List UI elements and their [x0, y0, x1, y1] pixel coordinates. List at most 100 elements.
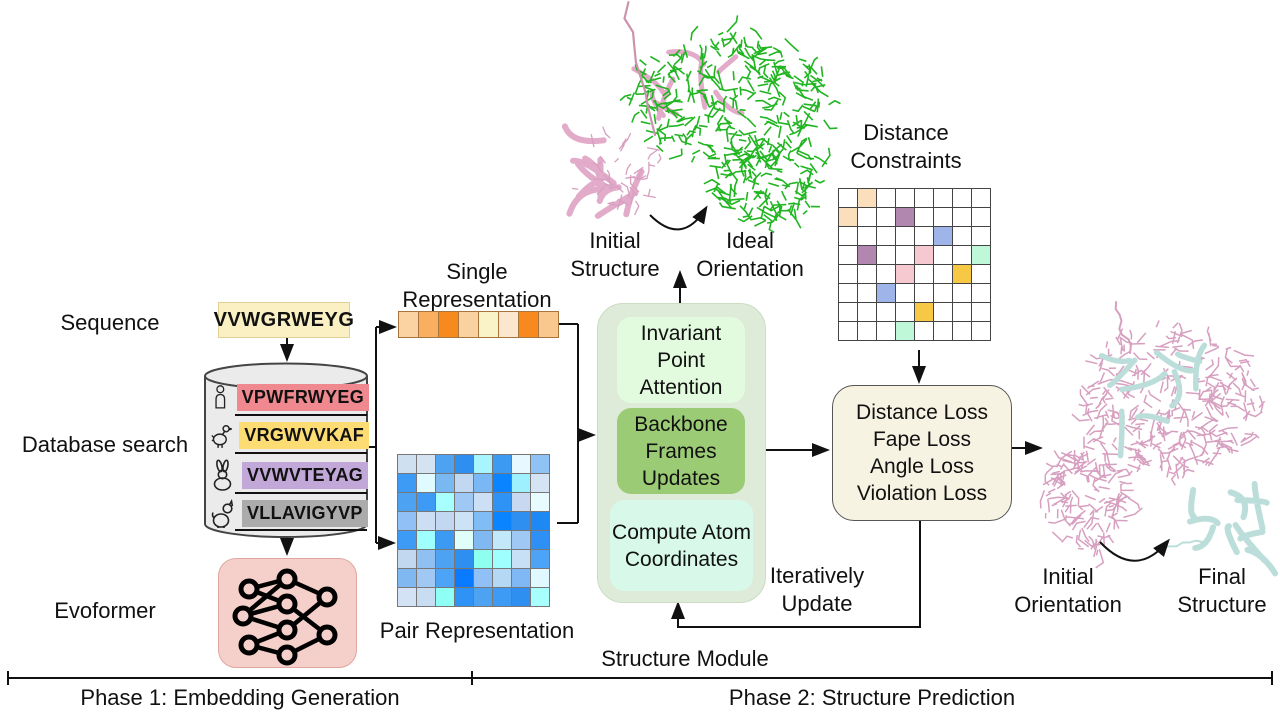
single-rep-cell — [499, 312, 519, 337]
pair-rep-cell — [512, 531, 531, 550]
single-rep-cell — [519, 312, 539, 337]
initial-vs-final-protein-image — [1039, 301, 1279, 577]
distance-constraint-cell — [953, 246, 972, 265]
pair-rep-cell — [455, 474, 474, 493]
pair-rep-cell — [417, 493, 436, 512]
distance-constraint-cell — [877, 189, 896, 208]
msa-sequence-human: VPWFRWYEG — [236, 383, 369, 411]
pair-rep-cell — [493, 512, 512, 531]
sequence-label: Sequence — [60, 310, 160, 335]
structure-module-label: Structure Module — [601, 646, 769, 671]
pair-rep-cell — [474, 588, 493, 607]
pair-rep-cell — [474, 512, 493, 531]
chicken-icon — [211, 425, 233, 448]
human-icon — [215, 385, 226, 409]
distance-constraint-cell — [896, 322, 915, 341]
pair-rep-cell — [417, 512, 436, 531]
distance-constraint-cell — [953, 303, 972, 322]
pair-rep-cell — [512, 455, 531, 474]
initial-orientation-label: Initial Orientation — [1014, 564, 1122, 617]
loss-line-fape: Fape Loss — [872, 428, 972, 451]
distance-constraint-cell — [934, 303, 953, 322]
pair-rep-cell — [474, 493, 493, 512]
initial-vs-ideal-protein-image — [561, 1, 841, 234]
distance-constraint-cell — [972, 246, 991, 265]
distance-constraint-cell — [877, 227, 896, 246]
distance-constraint-cell — [953, 227, 972, 246]
pair-rep-cell — [531, 588, 550, 607]
pair-rep-cell — [531, 512, 550, 531]
distance-constraints-title: Distance Constraints — [850, 120, 962, 173]
distance-constraint-cell — [915, 265, 934, 284]
pair-rep-cell — [436, 455, 455, 474]
pair-rep-cell — [512, 493, 531, 512]
protein-art-path — [703, 134, 831, 234]
protein-art-path — [623, 1, 657, 137]
distance-constraint-cell — [915, 208, 934, 227]
loss-line-angle: Angle Loss — [870, 455, 974, 478]
pair-rep-cell — [398, 550, 417, 569]
pair-rep-cell — [531, 569, 550, 588]
pair-rep-cell — [398, 493, 417, 512]
pair-rep-cell — [436, 493, 455, 512]
distance-constraint-cell — [839, 284, 858, 303]
distance-constraint-cell — [839, 265, 858, 284]
protein-art-path — [571, 126, 662, 216]
pair-rep-cell — [417, 588, 436, 607]
distance-constraint-cell — [934, 246, 953, 265]
database-row-chicken: VRGWVVKAF — [211, 419, 369, 451]
pair-rep-cell — [493, 474, 512, 493]
pair-rep-cell — [531, 455, 550, 474]
distance-constraint-cell — [839, 227, 858, 246]
pair-rep-cell — [455, 455, 474, 474]
database-row-rabbit: VVWVTEYAG — [211, 459, 369, 491]
distance-constraint-cell — [858, 322, 877, 341]
distance-constraint-cell — [858, 189, 877, 208]
pair-rep-cell — [436, 531, 455, 550]
distance-constraint-cell — [934, 265, 953, 284]
invariant-point-attention-block: Invariant Point Attention — [617, 317, 745, 403]
distance-constraint-cell — [953, 208, 972, 227]
single-rep-cell — [459, 312, 479, 337]
distance-constraint-cell — [839, 208, 858, 227]
protein-art-path — [1071, 320, 1266, 486]
database-row-divider — [235, 492, 367, 494]
distance-constraint-cell — [915, 303, 934, 322]
pair-rep-cell — [398, 531, 417, 550]
distance-constraint-cell — [953, 322, 972, 341]
loss-line-violation: Violation Loss — [856, 482, 988, 505]
pair-rep-cell — [512, 512, 531, 531]
distance-constraint-cell — [934, 322, 953, 341]
pair-rep-cell — [512, 550, 531, 569]
distance-constraint-cell — [839, 303, 858, 322]
protein-art-path — [619, 15, 841, 180]
pair-representation-grid — [397, 454, 550, 607]
pair-rep-cell — [493, 550, 512, 569]
distance-constraint-cell — [915, 246, 934, 265]
dog-icon — [211, 498, 234, 528]
distance-constraint-cell — [972, 208, 991, 227]
compute-atom-coordinates-block: Compute Atom Coordinates — [610, 500, 753, 591]
pair-rep-cell — [474, 531, 493, 550]
pair-rep-cell — [417, 474, 436, 493]
pair-rep-cell — [417, 550, 436, 569]
evoformer-label: Evoformer — [54, 598, 156, 623]
pair-rep-cell — [531, 474, 550, 493]
structure-module-box: Invariant Point Attention Backbone Frame… — [597, 303, 766, 603]
pair-rep-cell — [436, 550, 455, 569]
distance-constraint-cell — [839, 322, 858, 341]
protein-art-path — [1039, 436, 1143, 569]
pair-rep-cell — [398, 588, 417, 607]
distance-constraint-cell — [896, 284, 915, 303]
distance-constraint-cell — [896, 265, 915, 284]
pair-rep-cell — [474, 550, 493, 569]
distance-constraint-cell — [934, 284, 953, 303]
distance-constraint-cell — [877, 303, 896, 322]
distance-constraint-cell — [896, 246, 915, 265]
distance-constraint-cell — [896, 227, 915, 246]
distance-constraint-cell — [972, 265, 991, 284]
distance-constraint-cell — [896, 189, 915, 208]
distance-constraint-cell — [915, 322, 934, 341]
msa-sequence-dog: VLLAVIGYVP — [242, 499, 368, 527]
